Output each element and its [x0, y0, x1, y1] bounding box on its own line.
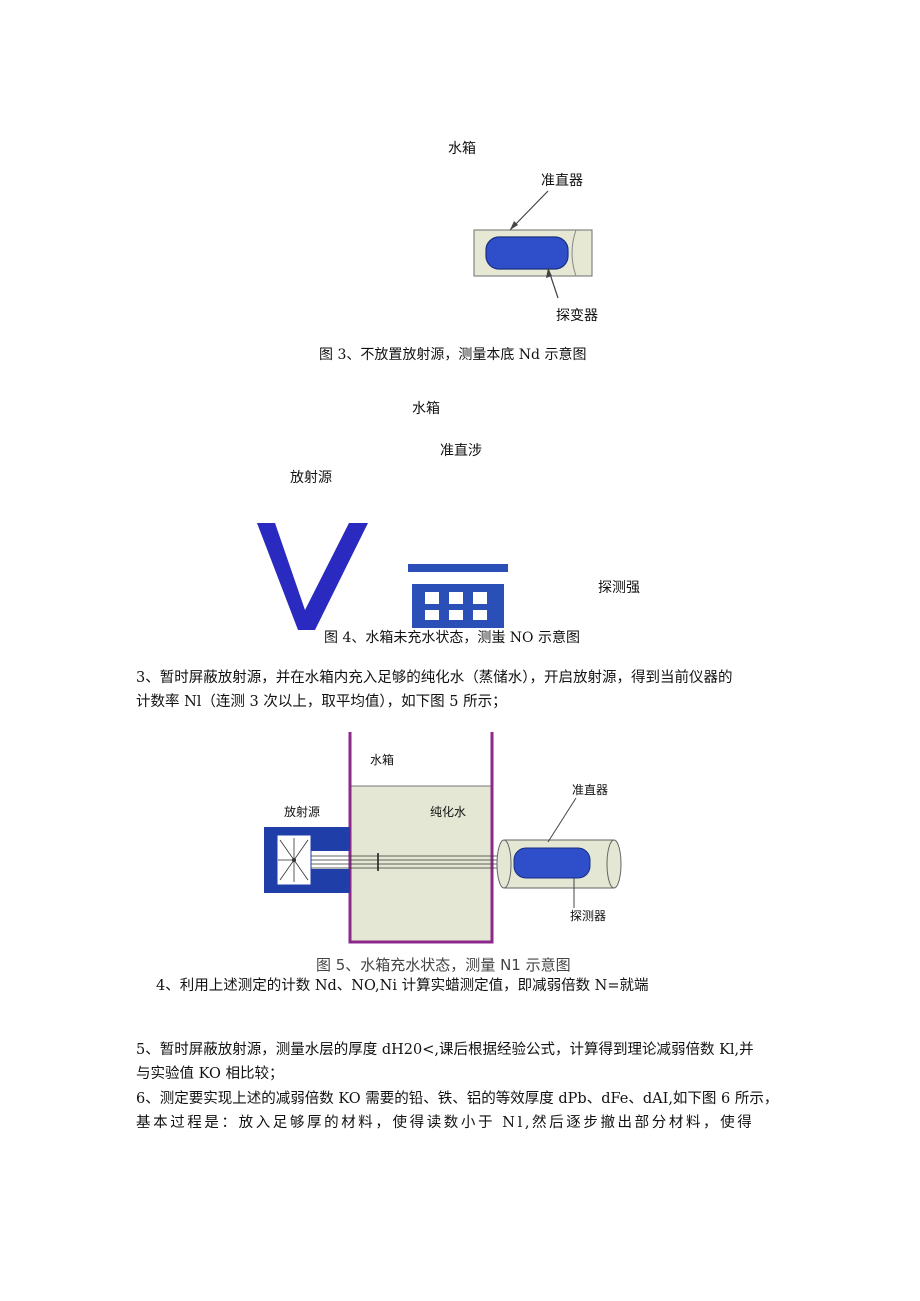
fig4-collimator-label: 准直涉: [440, 443, 482, 459]
fig4-tank-label: 水箱: [412, 401, 440, 417]
fig5-source-label: 放射源: [284, 804, 320, 819]
step3-line1: 3、暂时屏蔽放射源，并在水箱内充入足够的纯化水（蒸储水），开启放射源，得到当前仪…: [136, 670, 733, 686]
fig3-collimator-diagram: [473, 190, 593, 299]
fig5-detector-crystal: [513, 847, 591, 879]
fig3-caption: 图 3、不放置放射源，测量本底 Nd 示意图: [319, 347, 587, 363]
fig5-beam: [311, 855, 508, 869]
fig4-detector-label: 探测强: [598, 580, 640, 596]
fig5-tank-label: 水箱: [370, 752, 394, 767]
fig5-water-label: 纯化水: [430, 805, 466, 819]
step5-line1: 5、暂时屏蔽放射源，测量水层的厚度 dH20<,课后根据经验公式，计算得到理论减…: [136, 1042, 754, 1058]
fig5-collimator-leader: [547, 797, 577, 843]
step5-line2: 与实验值 KO 相比较；: [136, 1066, 284, 1082]
fig3-collimator-label: 准直器: [541, 173, 583, 189]
fig4-diagram: [257, 523, 508, 630]
fig4-caption: 图 4、水箱未充水状态，测蚩 NO 示意图: [324, 630, 580, 646]
fig4-v-glyph: [257, 523, 368, 630]
fig5-caption: 图 5、水箱充水状态，测量 N1 示意图: [316, 956, 571, 974]
fig4-source-label: 放射源: [290, 470, 332, 486]
step6-line2: 基本过程是：放入足够厚的材料，使得读数小于 Nl,然后逐步撤出部分材料，使得: [136, 1115, 755, 1131]
step6-line1: 6、测定要实现上述的减弱倍数 KO 需要的铅、铁、铝的等效厚度 dPb、dFe、…: [136, 1091, 779, 1107]
fig5-collimator-label: 准直器: [572, 783, 608, 797]
fig3-detector-crystal: [485, 236, 569, 270]
fig5-detector-label: 探测器: [570, 909, 606, 923]
fig5-diagram: 水箱 纯化水 放射源 准直器 探测器 图 5、水箱充水状态，测量: [264, 732, 622, 974]
fig3-detector-label: 探变器: [556, 308, 598, 324]
fig5-source-rays: [278, 838, 309, 882]
step4-line1: 4、利用上述测定的计数 Nd、NO,Ni 计算实蜡测定值，即减弱倍数 N=就端: [156, 978, 649, 994]
fig3-tank-label: 水箱: [448, 141, 476, 157]
step3-line2: 计数率 Nl（连测 3 次以上，取平均值），如下图 5 所示；: [136, 694, 507, 710]
fig4-box-glyph: [408, 564, 508, 628]
